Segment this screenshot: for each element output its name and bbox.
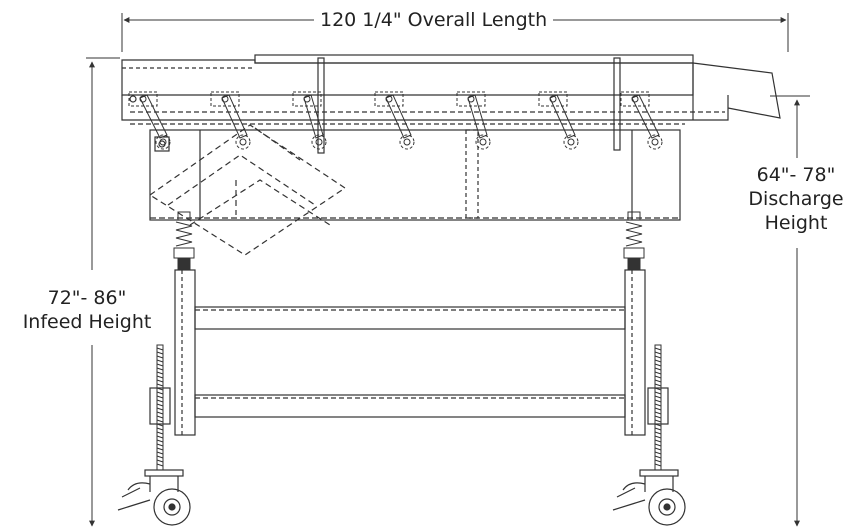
roller-assembly [620, 91, 663, 150]
infeed-height-label: 72"- 86" Infeed Height [12, 286, 162, 334]
frame-posts [317, 57, 621, 219]
discharge-height-caption-1: Discharge [748, 188, 844, 210]
roller-assembly [292, 91, 327, 150]
infeed-height-caption: Infeed Height [22, 311, 152, 333]
leveling-screw [156, 344, 164, 471]
caster-right [612, 469, 686, 526]
discharge-height-label: 64"- 78" Discharge Height [740, 163, 852, 235]
discharge-height-range: 64"- 78" [756, 164, 836, 186]
stand-frame [149, 269, 669, 436]
infeed-height-range: 72"- 86" [47, 287, 127, 309]
discharge-height-caption-2: Height [764, 212, 828, 234]
spring-mounts [173, 211, 645, 271]
leveling-screw [654, 344, 662, 471]
infeed-height-dimension [86, 57, 120, 527]
conveyor-bed-frame [121, 54, 781, 125]
roller-assembly [374, 91, 415, 150]
caster-wheels [117, 469, 686, 526]
roller-assembly [538, 91, 579, 150]
drive-housing [148, 124, 681, 256]
caster-left [117, 469, 191, 526]
roller-assemblies [128, 91, 663, 150]
overall-length-label: 120 1/4" Overall Length [314, 8, 554, 32]
leveling-screws [156, 344, 662, 471]
roller-assembly [456, 91, 491, 150]
roller-assembly [210, 91, 251, 150]
discharge-height-dimension [770, 95, 810, 527]
